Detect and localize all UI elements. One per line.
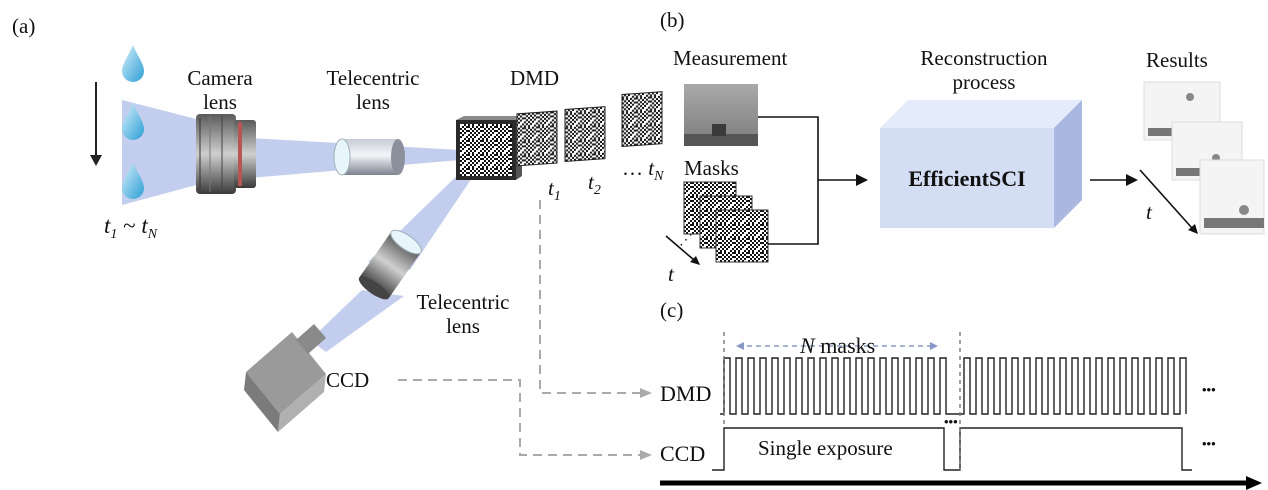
beam-lens-to-ccd xyxy=(310,290,404,352)
masks-time-label: t xyxy=(668,262,674,286)
results-time-label: t xyxy=(1146,200,1152,224)
dmd-label: DMD xyxy=(510,66,560,90)
results-time-arrow-head xyxy=(1188,224,1198,234)
connector-arrowhead-cube xyxy=(856,174,868,186)
ccd-continue-ellipsis: ••• xyxy=(1202,436,1216,451)
svg-text:⋰: ⋰ xyxy=(679,233,693,248)
n-masks-bracket-right-head xyxy=(930,342,938,350)
model-name: EfficientSCI xyxy=(908,166,1026,191)
results-stack xyxy=(1143,81,1265,235)
time-axis-head xyxy=(1246,476,1262,490)
gap-ellipsis: ••• xyxy=(944,414,958,429)
dmd-continue-ellipsis: ••• xyxy=(1202,382,1216,397)
droplet-icon xyxy=(122,45,144,199)
telecentric-lens-bottom-icon xyxy=(358,229,422,300)
mask-time-arrow xyxy=(665,235,695,261)
mask-time-arrow-head xyxy=(690,256,700,265)
panel-label-a: (a) xyxy=(12,14,36,38)
n-masks-bracket-left-head xyxy=(736,342,744,350)
mask-time-t1: t1 xyxy=(548,176,561,204)
panel-label-c: (c) xyxy=(660,298,684,322)
telecentric-lens-top-icon xyxy=(333,138,405,176)
dashed-arrowhead-ccd xyxy=(640,450,652,460)
time-range-label: t1 ~ tN xyxy=(104,213,158,243)
mask-t2 xyxy=(564,106,606,163)
ccd-exposure-signal xyxy=(712,427,1192,471)
results-label: Results xyxy=(1146,48,1208,72)
mask-time-t2: t2 xyxy=(588,170,601,198)
mask-stack-3 xyxy=(715,209,769,263)
dmd-device-icon xyxy=(456,116,522,180)
connector-masks xyxy=(768,180,819,245)
results-time-arrow xyxy=(1139,169,1193,229)
ccd-camera-icon xyxy=(244,324,326,432)
mask-tN xyxy=(621,91,663,148)
mask-t1 xyxy=(516,110,558,167)
fall-arrow-head xyxy=(90,155,102,166)
reconstruction-cube xyxy=(880,100,1082,228)
measurement-image xyxy=(684,84,758,146)
single-exposure-label: Single exposure xyxy=(758,436,893,460)
ccd-signal-label: CCD xyxy=(660,441,706,466)
n-masks-label: N masks xyxy=(800,333,876,358)
camera-lens-icon xyxy=(196,114,256,194)
measurement-label: Measurement xyxy=(673,46,788,70)
masks-label: Masks xyxy=(684,156,739,180)
ccd-label: CCD xyxy=(326,368,370,392)
cube-to-results-arrowhead xyxy=(1126,174,1138,186)
dmd-signal-label: DMD xyxy=(660,381,712,406)
panel-label-b: (b) xyxy=(660,8,685,32)
connector-measurement xyxy=(758,116,819,180)
mask-time-tN: … tN xyxy=(622,156,664,184)
dashed-connectors xyxy=(398,200,640,456)
dmd-pulse-train xyxy=(720,357,1187,415)
dashed-arrowhead-dmd xyxy=(640,388,652,398)
timing-diagram xyxy=(712,332,1192,471)
